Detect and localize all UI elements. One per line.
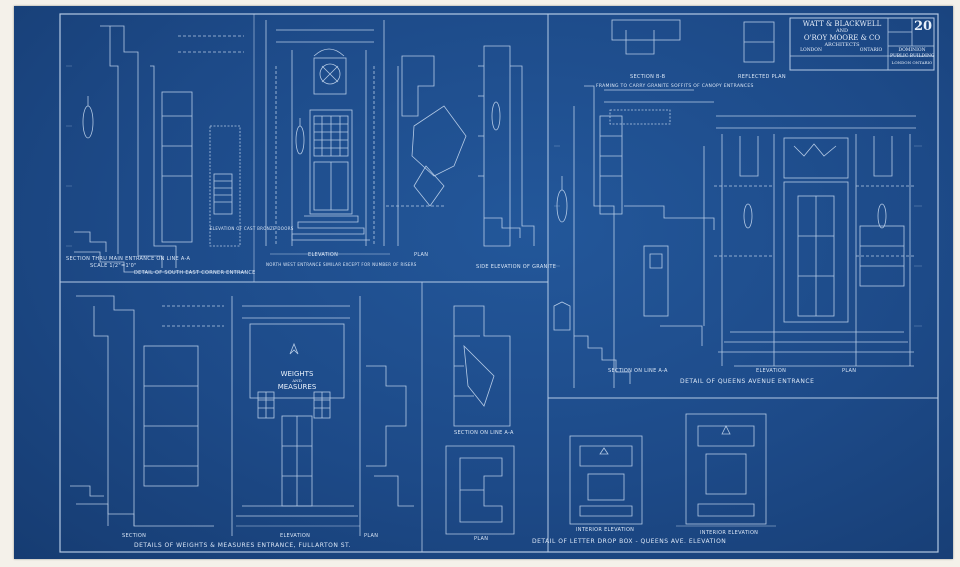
sign-weights: WEIGHTS (280, 370, 314, 378)
caption-plan-corner: PLAN (414, 252, 429, 258)
caption-section-aa: SECTION ON LINE A-A (608, 368, 668, 374)
caption-interior-elevation-2: INTERIOR ELEVATION (700, 530, 759, 536)
caption-side-elevation: SIDE ELEVATION OF GRANITE (476, 264, 557, 270)
firm-name-line4: ARCHITECTS (824, 42, 860, 48)
blueprint-paper: WATT & BLACKWELL AND O'ROY MOORE & CO AR… (14, 6, 953, 559)
caption-detail-letterbox: DETAIL OF LETTER DROP BOX - QUEENS AVE. … (532, 538, 727, 545)
caption-elevation-corner: ELEVATION (308, 252, 339, 258)
drawing-linework (59, 13, 939, 553)
caption-framing-note: FRAMING TO CARRY GRANITE SOFFITS OF CANO… (596, 84, 754, 89)
sign-and: AND (292, 378, 302, 383)
caption-reflected-plan: REFLECTED PLAN (738, 74, 786, 80)
caption-elevation-doors: ELEVATION OF CAST BRONZE DOORS (210, 226, 294, 231)
caption-plan-queens: PLAN (842, 368, 857, 374)
caption-section-line-aa: SECTION ON LINE A-A (454, 430, 514, 436)
project-line2: PUBLIC BUILDING (890, 54, 935, 59)
caption-section-main-entrance: SECTION THRU MAIN ENTRANCE ON LINE A-A (66, 256, 191, 262)
caption-elevation-queens: ELEVATION (756, 368, 787, 374)
caption-detail-wm: DETAILS OF WEIGHTS & MEASURES ENTRANCE, … (134, 542, 351, 549)
firm-name-line3: O'ROY MOORE & CO (803, 34, 881, 42)
caption-plan-wm: PLAN (364, 533, 379, 539)
caption-interior-elevation-1: INTERIOR ELEVATION (576, 527, 635, 533)
project-line3: LONDON ONTARIO (891, 60, 933, 65)
firm-name-line2: AND (836, 28, 848, 34)
city-left: LONDON (800, 48, 822, 53)
caption-corner-note: NORTH WEST ENTRANCE SIMILAR EXCEPT FOR N… (266, 262, 417, 267)
firm-name-line1: WATT & BLACKWELL (802, 20, 882, 28)
caption-detail-queens: DETAIL OF QUEENS AVENUE ENTRANCE (680, 378, 815, 385)
caption-elevation-wm: ELEVATION (280, 533, 311, 539)
caption-scale: SCALE 1/2"=1'0" (90, 263, 137, 269)
project-line1: DOMINION (898, 48, 926, 53)
caption-section-bb: SECTION B-B (630, 74, 666, 80)
caption-plan-letterbox: PLAN (474, 536, 489, 542)
caption-section-wm: SECTION (122, 533, 147, 539)
city-right: ONTARIO (859, 48, 883, 53)
caption-detail-corner: DETAIL OF SOUTH EAST CORNER ENTRANCE (134, 270, 256, 276)
sign-measures: MEASURES (277, 383, 317, 391)
sheet-number: 20 (913, 19, 933, 34)
